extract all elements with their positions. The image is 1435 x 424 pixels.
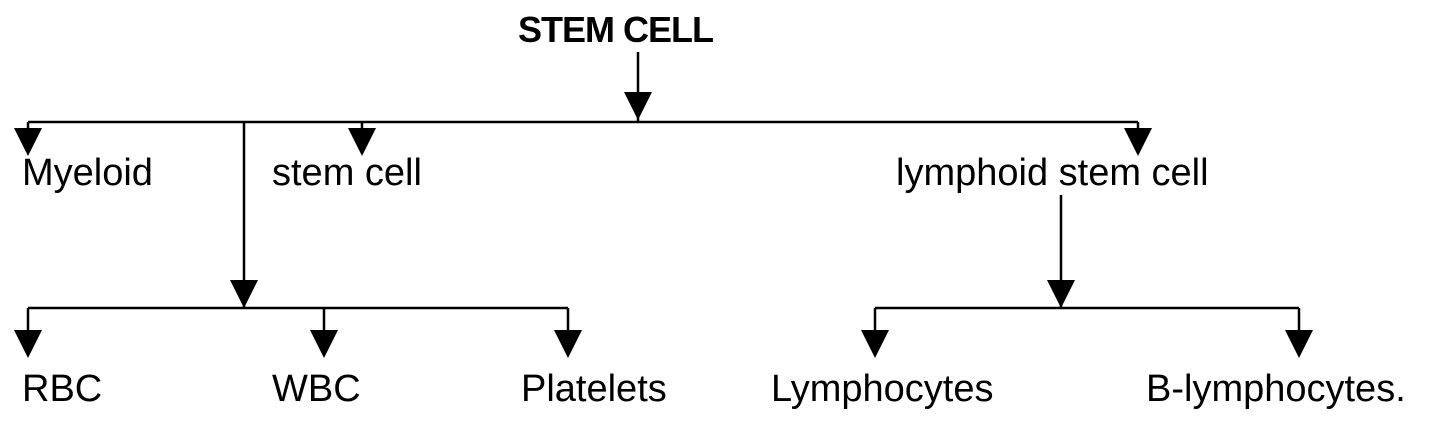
label-platelets: Platelets: [521, 368, 667, 410]
label-myeloid: Myeloid: [22, 152, 153, 194]
label-rbc: RBC: [22, 368, 103, 410]
label-lymphoid-stem-cell: lymphoid stem cell: [896, 152, 1209, 194]
label-wbc: WBC: [272, 368, 361, 410]
diagram-title: STEM CELL: [518, 9, 714, 50]
arrowhead-b-lymphocytes: [1285, 330, 1313, 358]
arrowhead-title: [624, 92, 652, 120]
arrowhead-platelets: [554, 330, 582, 358]
arrowhead-wbc: [310, 330, 338, 358]
arrowhead-stem: [348, 128, 376, 156]
label-stem-cell: stem cell: [272, 152, 422, 194]
label-b-lymphocytes: B-lymphocytes.: [1146, 368, 1406, 410]
arrowhead-lymphoid-bus: [1047, 280, 1075, 308]
arrowhead-rbc: [14, 330, 42, 358]
arrowhead-myeloid-bus: [230, 280, 258, 308]
arrowhead-lymphocytes: [861, 330, 889, 358]
arrowhead-myeloid: [14, 128, 42, 156]
label-lymphocytes: Lymphocytes: [771, 368, 994, 410]
arrowhead-lymphoid: [1124, 128, 1152, 156]
